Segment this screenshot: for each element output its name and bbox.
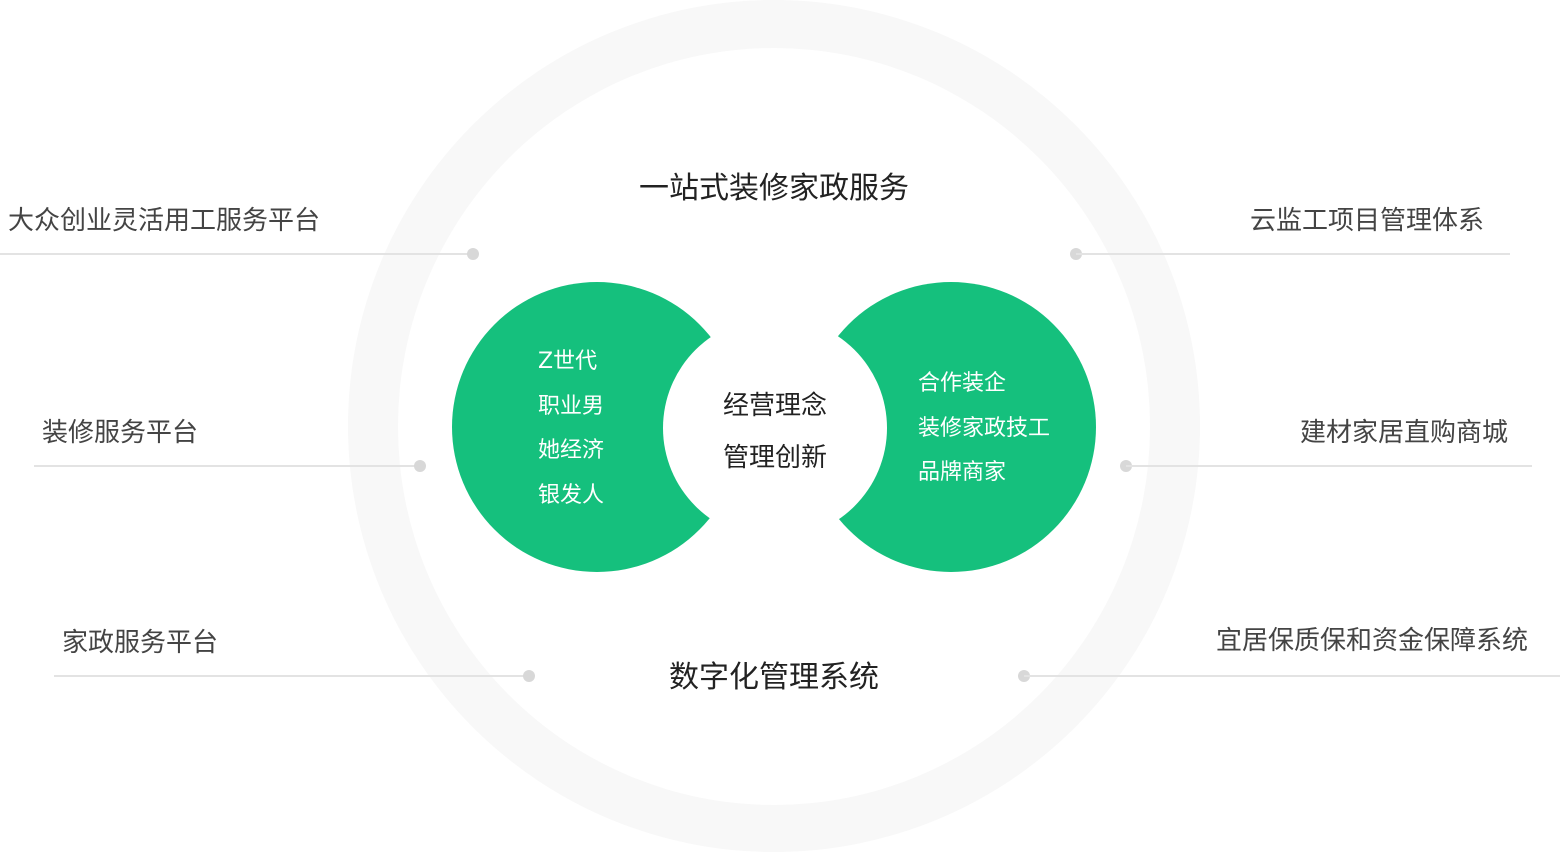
right-label-1: 云监工项目管理体系 <box>1250 206 1485 236</box>
center-cutout <box>663 317 887 539</box>
left-dot-1 <box>467 248 479 260</box>
right-label-3: 宜居保质保和资金保障系统 <box>1216 626 1529 656</box>
left-group-list: Z世代 职业男 她经济 银发人 <box>538 340 604 518</box>
right-connector-3 <box>1024 675 1560 677</box>
right-connector-1 <box>1076 253 1510 255</box>
left-group-item: 职业男 <box>538 393 605 419</box>
right-connector-2 <box>1126 465 1532 467</box>
left-label-1: 大众创业灵活用工服务平台 <box>8 206 321 236</box>
left-dot-3 <box>523 670 535 682</box>
left-group-item: 银发人 <box>538 482 605 508</box>
left-label-3: 家政服务平台 <box>62 628 219 658</box>
left-group-item: Z世代 <box>538 349 598 374</box>
left-connector-2 <box>34 465 418 467</box>
center-line: 经营理念 <box>722 391 827 421</box>
right-group-list: 合作装企 装修家政技工 品牌商家 <box>918 362 1050 496</box>
left-group-item: 她经济 <box>538 438 605 463</box>
center-line: 管理创新 <box>722 443 827 473</box>
center-text: 经营理念 管理创新 <box>663 380 887 484</box>
left-connector-1 <box>0 253 470 255</box>
bottom-title: 数字化管理系统 <box>669 660 879 695</box>
left-connector-3 <box>54 675 528 677</box>
right-group-item: 品牌商家 <box>918 460 1007 485</box>
right-group-item: 装修家政技工 <box>918 415 1051 441</box>
top-title: 一站式装修家政服务 <box>639 171 909 206</box>
right-group-item: 合作装企 <box>918 371 1007 396</box>
left-dot-2 <box>414 460 426 472</box>
right-label-2: 建材家居直购商城 <box>1300 418 1509 448</box>
left-label-2: 装修服务平台 <box>42 418 199 448</box>
